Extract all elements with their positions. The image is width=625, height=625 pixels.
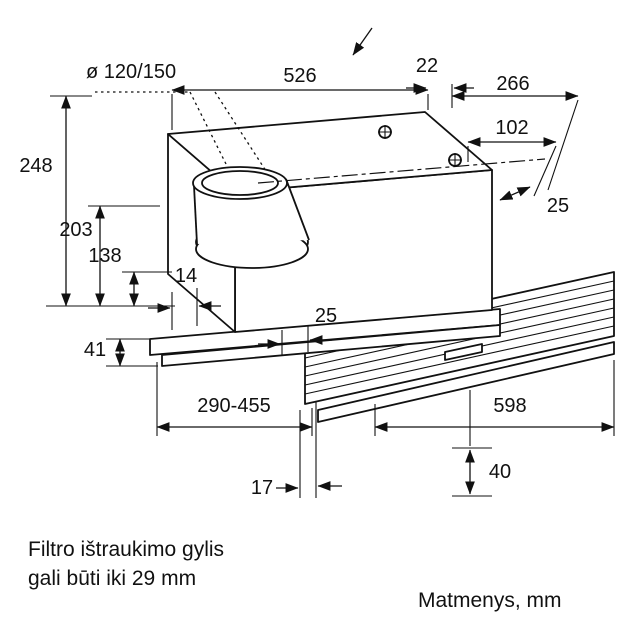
dim-diameter-label: ø 120/150	[86, 61, 176, 83]
dim-25-lip-group: 25	[258, 305, 337, 356]
dim-138-group: 138	[88, 245, 172, 307]
dim-17-label: 17	[251, 477, 273, 499]
dim-290-455-group: 290-455	[156, 362, 313, 436]
drawer-lower-rail	[317, 341, 615, 423]
dim-25-lip-label: 25	[315, 305, 337, 327]
dim-266-label: 266	[496, 73, 529, 95]
dim-248-group: 248	[19, 95, 175, 307]
dim-22-label: 22	[416, 55, 438, 77]
dim-25-flange-group: 25	[499, 186, 569, 217]
dim-248-label: 248	[19, 155, 52, 177]
center-line	[257, 158, 546, 184]
dim-203-label: 203	[59, 219, 92, 241]
dim-14-group: 14	[148, 265, 221, 330]
dim-25-flange-label: 25	[547, 195, 569, 217]
dim-22-group: 22	[406, 55, 474, 108]
dim-14-label: 14	[175, 265, 197, 287]
dim-138-label: 138	[88, 245, 121, 267]
dim-203-group: 203	[59, 205, 160, 307]
dim-102-group: 102	[467, 117, 557, 197]
dim-40-label: 40	[489, 461, 511, 483]
dim-102-label: 102	[495, 117, 528, 139]
dim-598-group: 598	[374, 360, 615, 436]
caption-filter-depth-line2: gali būti iki 29 mm	[28, 567, 196, 590]
dim-41-label: 41	[84, 339, 106, 361]
dim-266-group: 266	[451, 73, 579, 191]
dim-526-label: 526	[283, 65, 316, 87]
dim-41-group: 41	[84, 338, 158, 367]
drawer-handle	[444, 343, 483, 361]
dim-290-455-label: 290-455	[197, 395, 270, 417]
dim-526-group: 526	[171, 27, 429, 130]
duct-collar	[192, 166, 310, 269]
dim-17-group: 17	[251, 402, 342, 499]
bottom-frame	[149, 308, 501, 367]
dim-598-label: 598	[493, 395, 526, 417]
units-note: Matmenys, mm	[418, 589, 562, 612]
collar-inner-ring	[201, 170, 279, 196]
dim-40-group: 40	[452, 390, 511, 497]
mounting-screws	[378, 125, 462, 167]
caption-filter-depth-line1: Filtro ištraukimo gylis	[28, 538, 224, 561]
